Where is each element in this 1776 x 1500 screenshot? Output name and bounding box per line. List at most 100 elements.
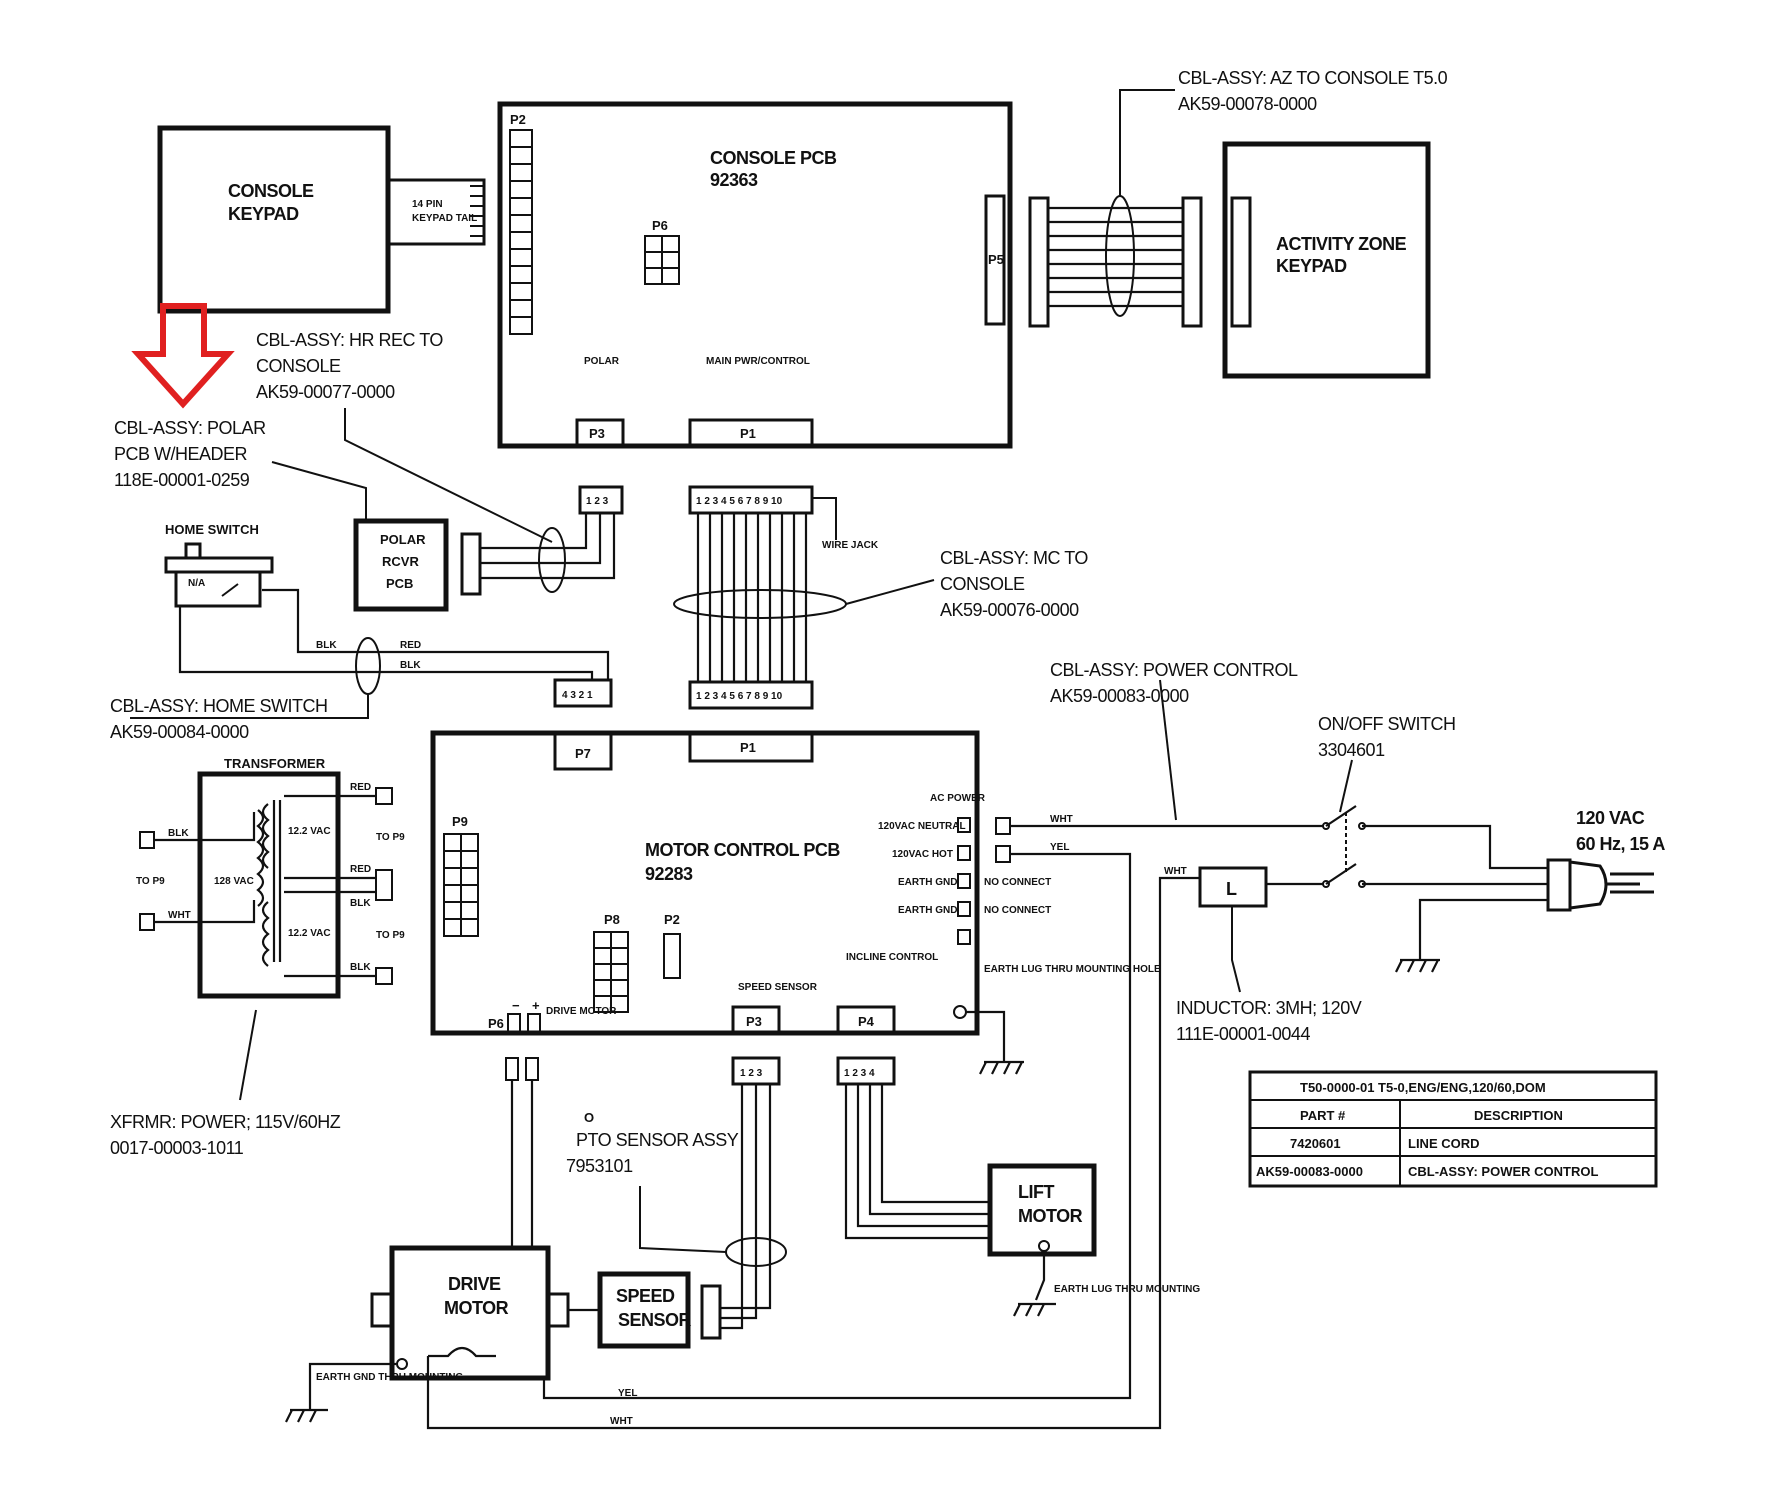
xfmr-blk-label: BLK	[168, 828, 189, 839]
hr-rec-cable-line-3: AK59-00077-0000	[256, 382, 395, 402]
console-p3-connector	[575, 418, 625, 448]
ground-symbol-icon-3	[1013, 1302, 1056, 1317]
onoff-switch-part: 3304601	[1318, 740, 1385, 760]
home-switch-cable-part: AK59-00084-0000	[110, 722, 249, 742]
xfmr-blk-mid: BLK	[350, 898, 371, 909]
console-p1-plug	[688, 485, 814, 515]
keypad-tail-label-1: 14 PIN	[412, 199, 443, 210]
no-connect-1-label: NO CONNECT	[984, 877, 1051, 888]
activity-zone-keypad: ACTIVITY ZONE KEYPAD	[1222, 141, 1431, 379]
mc-p4-label: P4	[858, 1014, 875, 1029]
polar-rcvr-label-1: POLAR	[380, 532, 426, 547]
mc-p3-connector	[731, 1005, 781, 1035]
mc-p6-plus: +	[532, 998, 540, 1013]
mc-cable-line-3: AK59-00076-0000	[940, 600, 1079, 620]
to-p9-left: TO P9	[136, 876, 165, 887]
speed-sensor-header: SPEED SENSOR	[738, 982, 818, 993]
console-pcb: CONSOLE PCB 92363 P2 P6 P5 P3 POLAR P1 M…	[497, 101, 1013, 449]
plug-icon	[1546, 858, 1654, 912]
neutral-120-label: 120VAC NEUTRAL	[878, 821, 966, 832]
mc-p1-plug-pins: 1 2 3 4 5 6 7 8 9 10	[696, 691, 783, 702]
polar-rcvr-label-2: RCVR	[382, 554, 419, 569]
hot-120-label: 120VAC HOT	[892, 849, 953, 860]
mc-cable-line-2: CONSOLE	[940, 574, 1025, 594]
mc-p7-label: P7	[575, 746, 591, 761]
table-row-1-part: 7420601	[1290, 1136, 1341, 1151]
home-wire-blk: BLK	[316, 640, 337, 651]
console-p5-connector	[984, 194, 1006, 326]
drive-motor-label-1: DRIVE	[448, 1274, 501, 1294]
mc-console-ribbon: 1 2 3 4 5 6 7 8 9 10 1 2 3 4 5 6 7 8 9 1…	[673, 485, 1089, 710]
console-keypad-label-1: CONSOLE	[228, 181, 314, 201]
mc-p1-plug	[688, 680, 814, 710]
mc-p8-label: P8	[604, 912, 620, 927]
console-p6-label: P6	[652, 218, 668, 233]
polar-cable: CBL-ASSY: POLAR PCB W/HEADER 118E-00001-…	[114, 418, 367, 520]
pto-sensor-name: PTO SENSOR ASSY	[576, 1130, 739, 1150]
lift-earth-label: EARTH LUG THRU MOUNTING	[1054, 1284, 1200, 1295]
hr-rec-cable-line-2: CONSOLE	[256, 356, 341, 376]
polar-cable-line-2: PCB W/HEADER	[114, 444, 248, 464]
p6-drive-wires	[505, 1057, 539, 1250]
table-row-1-desc: LINE CORD	[1408, 1136, 1480, 1151]
onoff-switch-name: ON/OFF SWITCH	[1318, 714, 1455, 734]
mc-pcb-label-2: 92283	[645, 864, 693, 884]
mc-p7-plug-pins: 4 3 2 1	[562, 690, 593, 701]
xfmr-wht-label: WHT	[168, 910, 191, 921]
onoff-switch	[1322, 805, 1366, 888]
az-cable-part: AK59-00078-0000	[1178, 94, 1317, 114]
bottom-wht-label: WHT	[610, 1416, 633, 1427]
az-cable-name: CBL-ASSY: AZ TO CONSOLE T5.0	[1178, 68, 1448, 88]
transformer: TRANSFORMER 128 VAC 12.2 VAC 12.2 VAC BL…	[110, 756, 405, 1158]
polar-cable-line-3: 118E-00001-0259	[114, 470, 250, 490]
wire-jack-label: WIRE JACK	[822, 540, 879, 551]
lift-motor: LIFT MOTOR EARTH LUG THRU MOUNTING	[987, 1163, 1200, 1317]
console-p1-label: P1	[740, 426, 756, 441]
console-keypad: CONSOLE KEYPAD 14 PIN KEYPAD TAIL	[157, 125, 486, 314]
table-row-2-desc: CBL-ASSY: POWER CONTROL	[1408, 1164, 1598, 1179]
mc-p9-label: P9	[452, 814, 468, 829]
power-cable-name: CBL-ASSY: POWER CONTROL	[1050, 660, 1298, 680]
xfrmr-part: 0017-00003-1011	[110, 1138, 244, 1158]
mc-p1-label: P1	[740, 740, 756, 755]
to-p9-right-2: TO P9	[376, 930, 405, 941]
xfmr-blk-bot: BLK	[350, 962, 371, 973]
console-pcb-label-1: CONSOLE PCB	[710, 148, 837, 168]
mc-pcb-label-1: MOTOR CONTROL PCB	[645, 840, 840, 860]
mc-p4-plug-pins: 1 2 3 4	[844, 1068, 875, 1079]
earth-gnd-2-label: EARTH GND	[898, 905, 957, 916]
speed-sensor: SPEED SENSOR	[597, 1271, 722, 1349]
pto-sensor-o: O	[584, 1110, 594, 1125]
line-input-freq: 60 Hz, 15 A	[1576, 834, 1665, 854]
red-down-arrow-icon	[131, 303, 235, 409]
mc-cable-line-1: CBL-ASSY: MC TO	[940, 548, 1088, 568]
console-p3-header: POLAR	[584, 356, 620, 367]
power-wht-label-2: WHT	[1164, 866, 1187, 877]
console-p2-connector	[509, 129, 533, 335]
table-row-2-part: AK59-00083-0000	[1256, 1164, 1363, 1179]
incline-control-header: INCLINE CONTROL	[846, 952, 938, 963]
ground-symbol-icon-2	[1395, 958, 1440, 973]
pto-sensor-cable: 1 2 3 O PTO SENSOR ASSY 7953101	[566, 1056, 787, 1330]
polar-console-wires: 1 2 3	[480, 485, 624, 580]
home-wire-red: RED	[400, 640, 421, 651]
drive-earth-label: EARTH GND THRU MOUNTING	[316, 1372, 463, 1383]
speed-sensor-label-1: SPEED	[616, 1286, 675, 1306]
polar-cable-line-1: CBL-ASSY: POLAR	[114, 418, 266, 438]
console-p1-connector	[688, 418, 814, 448]
speed-sensor-label-2: SENSOR	[618, 1310, 692, 1330]
home-switch-na: N/A	[188, 578, 205, 589]
mc-p7-plug	[553, 678, 613, 708]
ground-symbol-icon	[979, 1060, 1024, 1075]
xfmr-red-top: RED	[350, 782, 371, 793]
table-header-desc: DESCRIPTION	[1474, 1108, 1563, 1123]
console-p1-header: MAIN PWR/CONTROL	[706, 356, 810, 367]
bottom-yel-label: YEL	[618, 1388, 637, 1399]
mc-p9-connector	[443, 833, 479, 937]
transformer-label: TRANSFORMER	[224, 756, 326, 771]
keypad-tail-label-2: KEYPAD TAIL	[412, 213, 477, 224]
mc-p6-label: P6	[488, 1016, 504, 1031]
drive-motor: DRIVE MOTOR EARTH GND THRU MOUNTING	[285, 1245, 600, 1423]
table-header-part: PART #	[1300, 1108, 1346, 1123]
